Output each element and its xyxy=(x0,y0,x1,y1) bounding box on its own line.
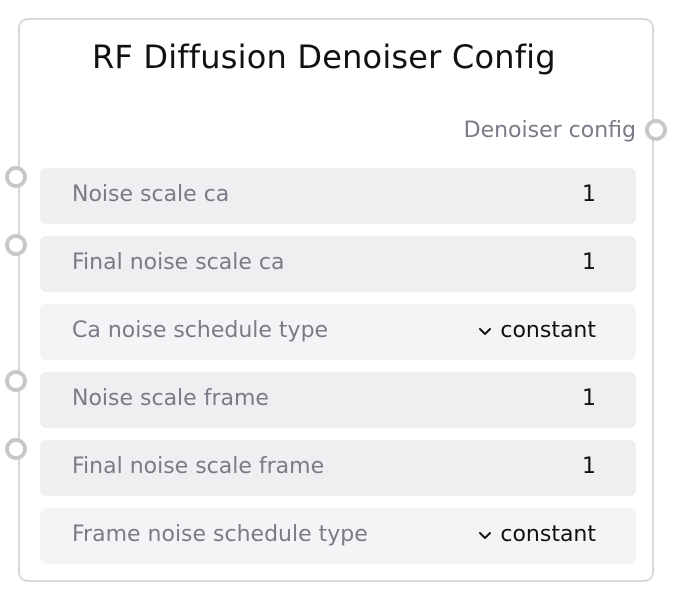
field-label: Noise scale frame xyxy=(72,386,269,411)
field-label: Final noise scale ca xyxy=(72,250,285,275)
field-label: Frame noise schedule type xyxy=(72,522,368,547)
field-noise-scale-ca[interactable]: Noise scale ca 1 xyxy=(40,168,636,224)
input-port-final-noise-scale-ca[interactable] xyxy=(5,234,27,256)
schedule-type-select[interactable]: constant xyxy=(476,522,596,547)
number-value[interactable]: 1 xyxy=(582,454,596,479)
field-ca-noise-schedule-type[interactable]: Ca noise schedule type constant xyxy=(40,304,636,360)
output-label-denoiser-config: Denoiser config xyxy=(463,118,636,143)
number-value[interactable]: 1 xyxy=(582,182,596,207)
input-port-noise-scale-ca[interactable] xyxy=(5,166,27,188)
field-final-noise-scale-frame[interactable]: Final noise scale frame 1 xyxy=(40,440,636,496)
denoiser-config-node[interactable]: RF Diffusion Denoiser Config Denoiser co… xyxy=(18,18,654,582)
field-final-noise-scale-ca[interactable]: Final noise scale ca 1 xyxy=(40,236,636,292)
select-value: constant xyxy=(500,522,596,547)
select-value: constant xyxy=(500,318,596,343)
field-noise-scale-frame[interactable]: Noise scale frame 1 xyxy=(40,372,636,428)
field-label: Ca noise schedule type xyxy=(72,318,329,343)
node-title: RF Diffusion Denoiser Config xyxy=(92,38,556,76)
input-port-noise-scale-frame[interactable] xyxy=(5,370,27,392)
chevron-down-icon xyxy=(479,327,492,335)
number-value[interactable]: 1 xyxy=(582,250,596,275)
field-frame-noise-schedule-type[interactable]: Frame noise schedule type constant xyxy=(40,508,636,564)
schedule-type-select[interactable]: constant xyxy=(476,318,596,343)
field-label: Final noise scale frame xyxy=(72,454,325,479)
output-port-denoiser-config[interactable] xyxy=(645,119,667,141)
chevron-down-icon xyxy=(479,531,492,539)
number-value[interactable]: 1 xyxy=(582,386,596,411)
field-label: Noise scale ca xyxy=(72,182,230,207)
input-port-final-noise-scale-frame[interactable] xyxy=(5,438,27,460)
